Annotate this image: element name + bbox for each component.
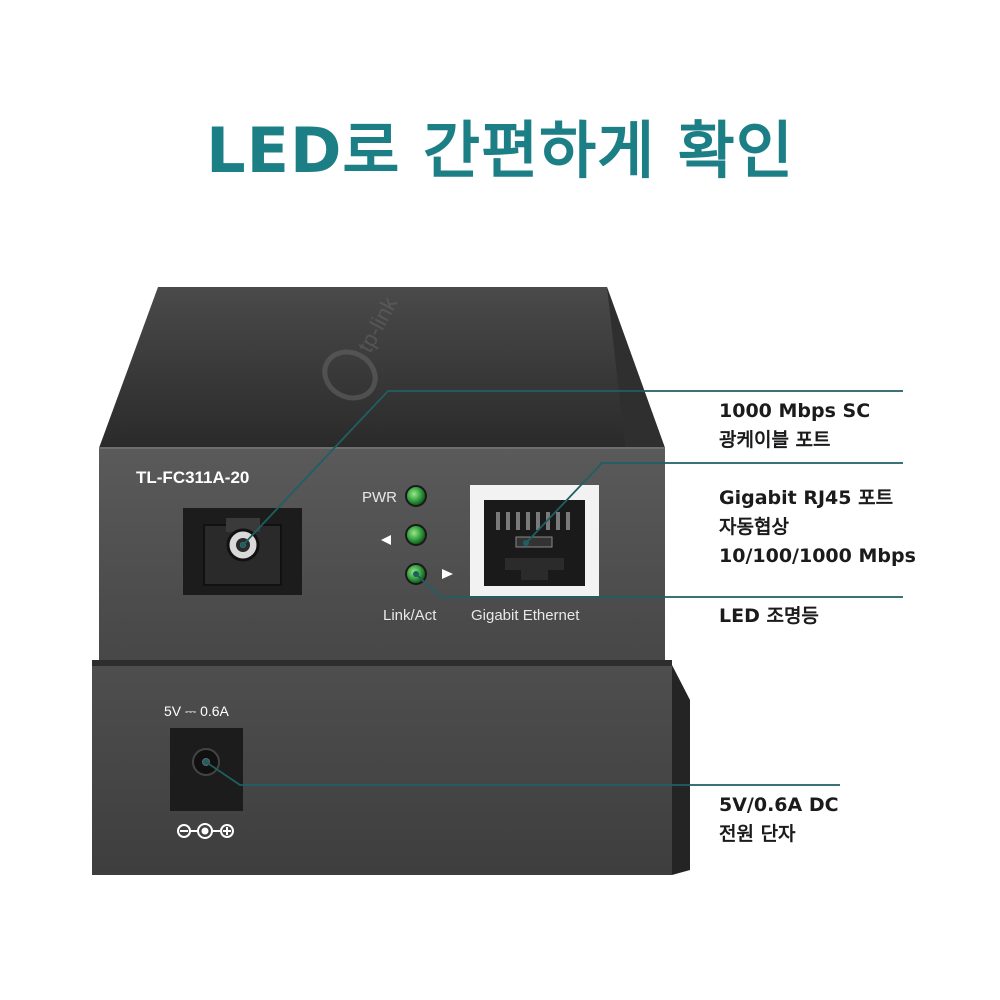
polarity-icon [177,823,234,839]
arrow-left-icon [381,535,391,545]
led-sc [405,524,427,546]
callout-led: LED 조명등 [719,602,819,631]
device-top-face [99,287,665,448]
led-pwr-label: PWR [362,489,397,506]
callout-sc-line2: 광케이블 포트 [719,429,831,451]
dc-power-jack[interactable] [170,728,243,811]
callout-dc: 5V/0.6A DC 전원 단자 [719,791,839,849]
callout-line-rj45 [525,462,903,544]
callout-sc-port: 1000 Mbps SC 광케이블 포트 [719,397,870,455]
led-pwr [405,485,427,507]
sc-fiber-port[interactable] [183,508,302,595]
model-label: TL-FC311A-20 [136,468,249,487]
callout-rj45-line2: 자동협상 [719,516,789,538]
callout-line-led [415,573,903,598]
callout-dc-line1: 5V/0.6A DC [719,794,839,816]
callout-line-dc [205,761,840,786]
callout-rj45-line1: Gigabit RJ45 포트 [719,487,894,509]
led-link-act-label: Link/Act [383,607,437,624]
arrow-right-icon [442,569,453,579]
callout-sc-line1: 1000 Mbps SC [719,400,871,422]
callout-led-line1: LED 조명등 [719,605,819,627]
callout-rj45: Gigabit RJ45 포트 자동협상 10/100/1000 Mbps [719,484,916,571]
port-label: Gigabit Ethernet [471,607,580,624]
callout-line-sc [242,390,903,546]
callout-rj45-line3: 10/100/1000 Mbps [719,545,916,567]
power-rating-label: 5V ⎓ 0.6A [164,703,230,719]
callout-dc-line2: 전원 단자 [719,823,796,845]
rj45-port[interactable] [470,485,599,596]
page-title: LED로 간편하게 확인 [206,114,794,187]
